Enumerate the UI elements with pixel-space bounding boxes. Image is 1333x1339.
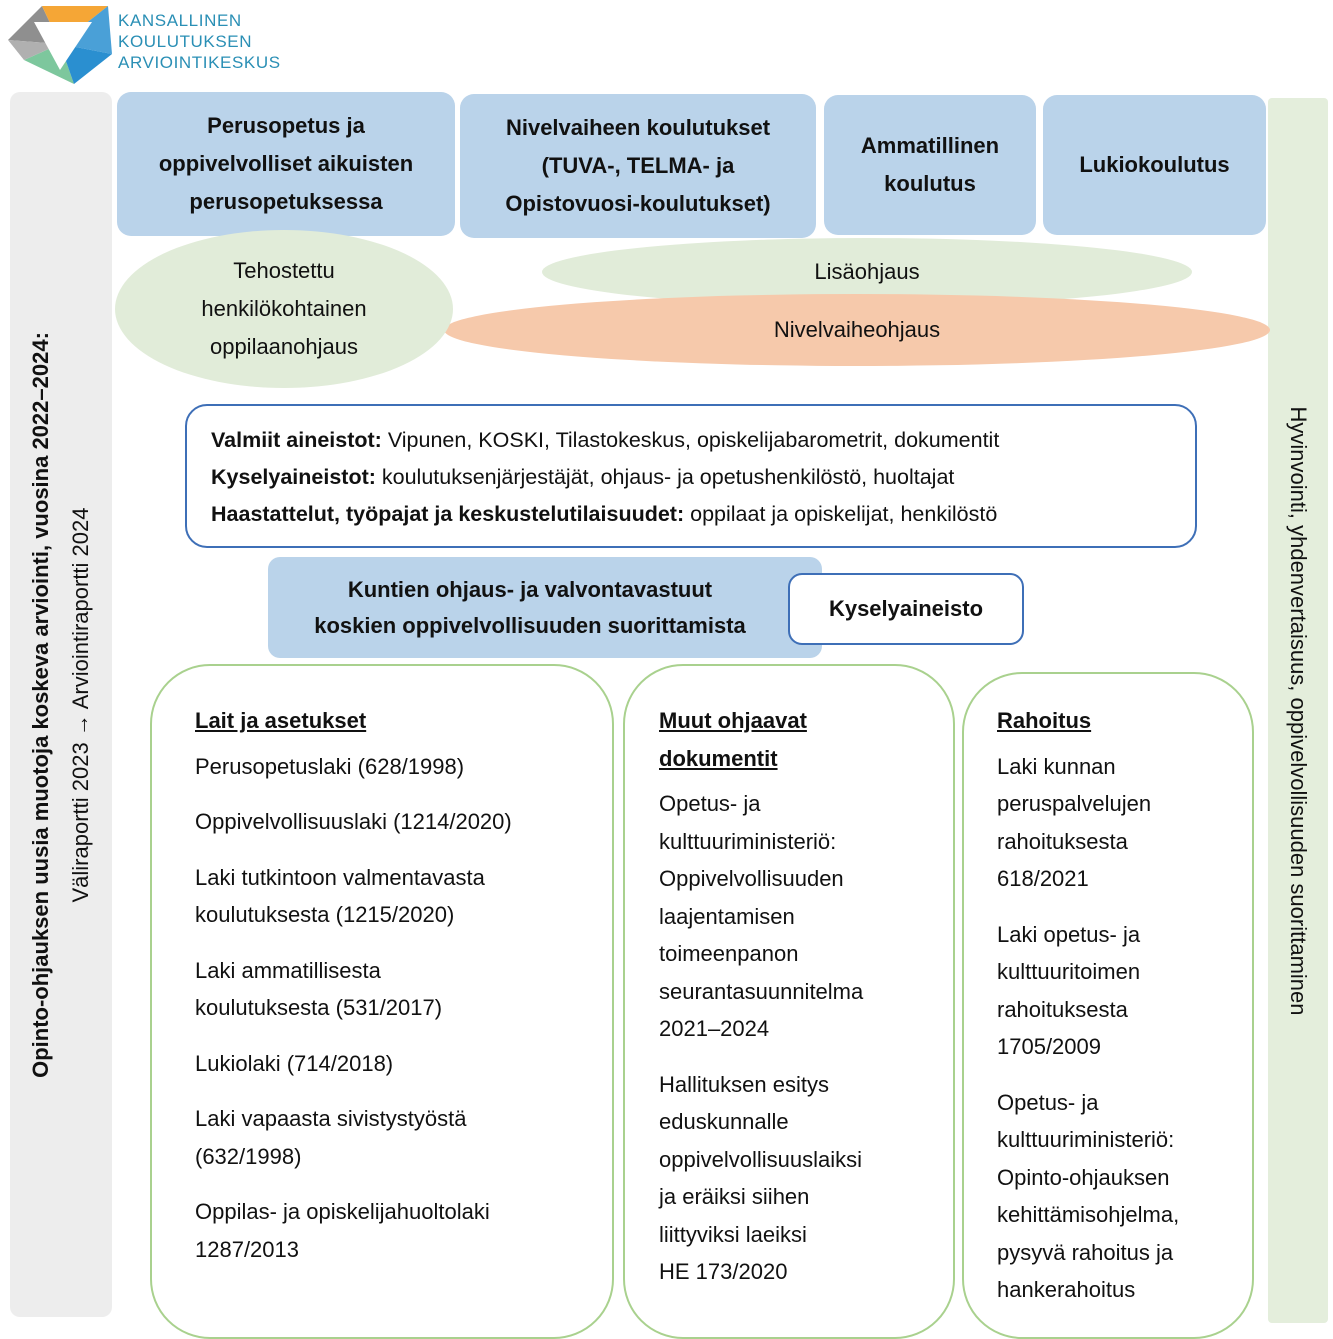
law-item: Oppivelvollisuuslaki (1214/2020) xyxy=(195,809,512,834)
data-source-row: Valmiit aineistot: Vipunen, KOSKI, Tilas… xyxy=(211,422,1171,459)
law-item: Laki tutkintoon valmentavasta koulutukse… xyxy=(195,864,485,928)
data-source-label: Haastattelut, työpajat ja keskustelutila… xyxy=(211,502,685,526)
logo-line: KOULUTUKSEN xyxy=(118,32,253,51)
evaluation-subtitle: Väliraportti 2023 → Arviointiraportti 20… xyxy=(68,507,93,902)
data-source-label: Valmiit aineistot: xyxy=(211,428,382,452)
right-band xyxy=(1268,98,1328,1323)
oval-intensified-guidance: Tehostettu henkilökohtainen oppilaanohja… xyxy=(115,230,453,388)
logo-line: ARVIOINTIKESKUS xyxy=(118,53,281,72)
law-item: Laki vapaasta sivistystyöstä (632/1998) xyxy=(195,1106,467,1169)
level-label: Ammatillinen koulutus xyxy=(860,133,1000,196)
level-upper-secondary: Lukiokoulutus xyxy=(1043,95,1266,235)
evaluation-title: Opinto-ohjauksen uusia muotoja koskeva a… xyxy=(28,331,53,1078)
data-source-text: oppilaat ja opiskelijat, henkilöstö xyxy=(684,502,998,526)
right-band-text: Hyvinvointi, yhdenvertaisuus, oppivelvol… xyxy=(1286,406,1311,1015)
law-item: Perusopetuslaki (628/1998) xyxy=(195,753,465,779)
municipal-label: Kuntien ohjaus- ja valvontavastuut koski… xyxy=(314,576,746,638)
level-vocational: Ammatillinen koulutus xyxy=(824,95,1036,235)
level-label: Lukiokoulutus xyxy=(1079,152,1230,177)
documents-column: Muut ohjaavat dokumentit Opetus- ja kult… xyxy=(623,664,955,1339)
funding-item: Opetus- ja kulttuuriministeriö: Opinto-o… xyxy=(997,1089,1180,1303)
logo-text: KANSALLINEN KOULUTUKSEN ARVIOINTIKESKUS xyxy=(118,10,338,73)
left-band xyxy=(10,92,112,1317)
oval-label: Tehostettu henkilökohtainen oppilaanohja… xyxy=(201,258,367,359)
oval-transition-guidance: Nivelvaiheohjaus xyxy=(444,294,1270,366)
oval-label: Lisäohjaus xyxy=(814,259,920,284)
document-item: Opetus- ja kulttuuriministeriö: Oppivelv… xyxy=(659,791,864,1041)
law-item: Lukiolaki (714/2018) xyxy=(195,1050,394,1076)
funding-item: Laki kunnan peruspalvelujen rahoituksest… xyxy=(997,753,1152,892)
data-source-label: Kyselyaineistot: xyxy=(211,465,376,489)
data-source-row: Haastattelut, työpajat ja keskustelutila… xyxy=(211,496,1171,533)
survey-data-box: Kyselyaineisto xyxy=(788,573,1024,645)
oval-label: Nivelvaiheohjaus xyxy=(773,317,941,342)
logo-line: KANSALLINEN xyxy=(118,11,242,30)
left-band-text: Opinto-ohjauksen uusia muotoja koskeva a… xyxy=(10,92,112,1317)
document-item: Hallituksen esitys eduskunnalle oppivelv… xyxy=(659,1071,862,1285)
law-item: Oppilas- ja opiskelijahuoltolaki 1287/20… xyxy=(195,1199,490,1262)
municipal-responsibilities-box: Kuntien ohjaus- ja valvontavastuut koski… xyxy=(268,557,822,658)
level-transition-education: Nivelvaiheen koulutukset (TUVA-, TELMA- … xyxy=(460,94,816,238)
data-source-row: Kyselyaineistot: koulutuksenjärjestäjät,… xyxy=(211,459,1171,496)
data-sources-box: Valmiit aineistot: Vipunen, KOSKI, Tilas… xyxy=(185,404,1197,548)
survey-label: Kyselyaineisto xyxy=(828,596,984,621)
funding-item: Laki opetus- ja kulttuuritoimen rahoituk… xyxy=(997,921,1141,1060)
laws-column: Lait ja asetukset Perusopetuslaki (628/1… xyxy=(150,664,614,1339)
level-label: Perusopetus ja oppivelvolliset aikuisten… xyxy=(158,113,414,214)
funding-column: Rahoitus Laki kunnan peruspalvelujen rah… xyxy=(962,672,1254,1339)
level-basic-education: Perusopetus ja oppivelvolliset aikuisten… xyxy=(117,92,455,236)
right-band-text-wrap: Hyvinvointi, yhdenvertaisuus, oppivelvol… xyxy=(1268,98,1328,1323)
data-source-text: Vipunen, KOSKI, Tilastokeskus, opiskelij… xyxy=(381,428,1000,452)
law-item: Laki ammatillisesta koulutuksesta (531/2… xyxy=(195,957,443,1021)
column-title: Lait ja asetukset xyxy=(195,708,367,733)
column-title: Muut ohjaavat dokumentit xyxy=(659,708,807,771)
column-title: Rahoitus xyxy=(997,708,1092,733)
level-label: Nivelvaiheen koulutukset (TUVA-, TELMA- … xyxy=(505,115,771,216)
data-source-text: koulutuksenjärjestäjät, ohjaus- ja opetu… xyxy=(375,465,955,489)
karvi-logo-icon xyxy=(8,6,112,84)
